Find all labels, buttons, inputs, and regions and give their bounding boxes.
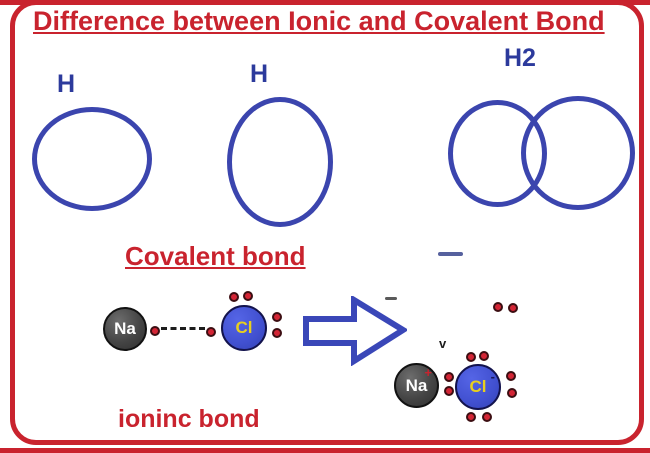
stray-blue-dash [438, 252, 463, 256]
electron-dot [444, 386, 454, 396]
sodium-ion-charge: + [424, 365, 432, 380]
electron-dot [229, 292, 239, 302]
electron-dot [493, 302, 503, 312]
electron-dot [482, 412, 492, 422]
electron-dot [506, 371, 516, 381]
electron-transfer-dashed-line [161, 327, 205, 330]
frame-border [10, 0, 644, 445]
electron-dot [507, 388, 517, 398]
electron-dot [508, 303, 518, 313]
hydrogen-orbital-2 [227, 97, 333, 227]
sodium-ion: Na + [394, 363, 439, 408]
chlorine-atom: Cl [221, 305, 267, 351]
electron-dot [444, 372, 454, 382]
sodium-ion-label: Na [405, 375, 428, 395]
hydrogen-molecule-label: H2 [504, 44, 536, 72]
electron-dot [466, 412, 476, 422]
electron-dot [272, 328, 282, 338]
hydrogen-atom-2-label: H [250, 60, 269, 88]
electron-dot [150, 326, 160, 336]
chlorine-atom-label: Cl [235, 318, 253, 337]
ionic-bond-caption: ioninc bond [118, 405, 260, 433]
stray-gray-dash [385, 297, 397, 300]
electron-dot [243, 291, 253, 301]
sodium-atom-label: Na [114, 319, 136, 338]
hydrogen-orbital-1 [32, 107, 152, 211]
right-block-arrow-icon [303, 296, 407, 366]
electron-dot [272, 312, 282, 322]
electron-dot [479, 351, 489, 361]
chloride-ion-label: Cl [469, 377, 487, 396]
stray-v-mark: v [439, 336, 447, 351]
page-title: Difference between Ionic and Covalent Bo… [33, 6, 605, 36]
hydrogen-atom-1-label: H [57, 70, 76, 98]
frame-bottom-band [0, 448, 650, 453]
sodium-atom: Na [103, 307, 147, 351]
covalent-bond-caption: Covalent bond [125, 241, 306, 271]
electron-dot [206, 327, 216, 337]
chloride-ion: Cl - [455, 364, 501, 410]
chloride-ion-charge: - [490, 369, 495, 384]
h2-orbital-right [521, 96, 635, 210]
electron-dot [466, 352, 476, 362]
